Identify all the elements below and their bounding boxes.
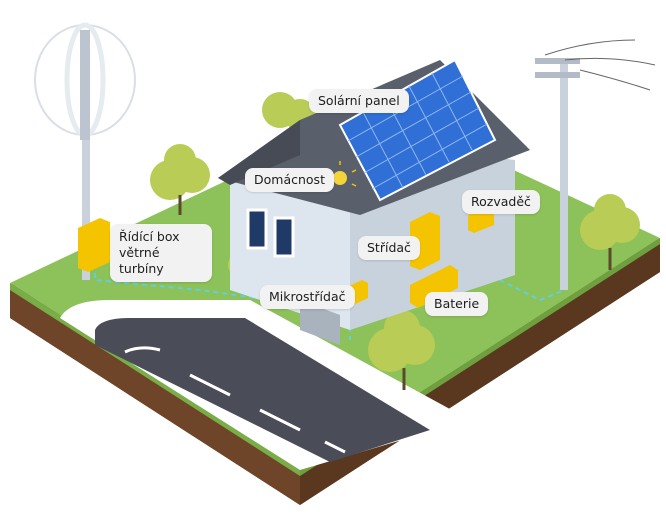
label-switchboard: Rozvaděč xyxy=(462,190,540,214)
label-wind-control-box: Řídící box větrné turbíny xyxy=(110,224,212,282)
power-pole-icon xyxy=(535,39,656,290)
solar-panel-icon xyxy=(338,58,497,202)
wind-control-box xyxy=(78,218,110,272)
label-inverter: Střídač xyxy=(358,236,420,260)
label-household: Domácnost xyxy=(245,168,334,192)
battery-box xyxy=(410,265,458,308)
label-micro-inverter: Mikrostřídač xyxy=(260,285,355,309)
wind-turbine-icon xyxy=(32,22,138,280)
road xyxy=(60,300,470,470)
label-solar-panel: Solární panel xyxy=(309,89,409,113)
label-battery: Baterie xyxy=(425,292,489,316)
